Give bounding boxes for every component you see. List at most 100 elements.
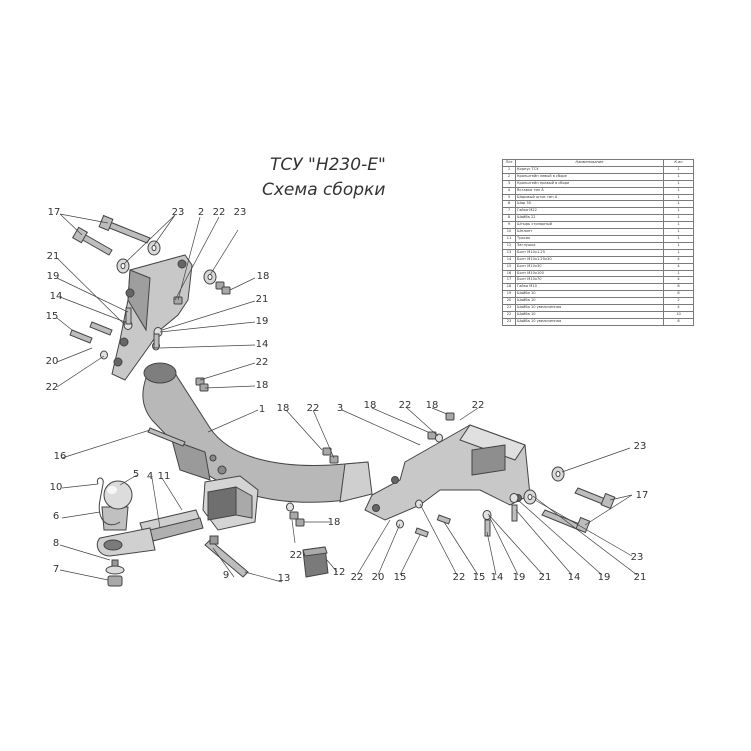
row-number: 23 xyxy=(502,317,516,326)
callout-label: 16 xyxy=(54,451,67,462)
row-name: Болт M10x100 xyxy=(515,269,664,278)
row-number: 9 xyxy=(502,221,516,230)
callout-label: 10 xyxy=(50,482,63,493)
callout-label: 15 xyxy=(473,572,486,583)
callout-label: 14 xyxy=(491,572,504,583)
callout-label: 21 xyxy=(47,251,60,262)
callout-label: 23 xyxy=(634,441,647,452)
row-number: 19 xyxy=(502,290,516,299)
row-name: Шаровый шток тип A xyxy=(515,193,664,202)
row-quantity: 1 xyxy=(663,234,694,243)
row-number: 5 xyxy=(502,193,516,202)
row-number: 22 xyxy=(502,310,516,319)
callout-label: 19 xyxy=(598,572,611,583)
callout-label: 12 xyxy=(333,567,346,578)
callout-label: 3 xyxy=(337,403,343,414)
row-name: Болт M10x70 xyxy=(515,276,664,285)
row-quantity: 1 xyxy=(663,165,694,174)
row-name: Заглушка xyxy=(515,241,664,250)
diagram-subtitle: Схема сборки xyxy=(262,180,386,200)
row-name: Болт M10x1.25 xyxy=(515,248,664,257)
callout-label: 21 xyxy=(634,572,647,583)
row-quantity: 1 xyxy=(663,172,694,181)
row-number: 6 xyxy=(502,200,516,209)
long-bolts-upper xyxy=(71,214,151,256)
callout-label: 9 xyxy=(223,570,229,581)
callout-label: 14 xyxy=(50,291,63,302)
row-name: Шайба 10 xyxy=(515,290,664,299)
callout-label: 2 xyxy=(198,207,204,218)
callout-label: 22 xyxy=(213,207,226,218)
end-cap xyxy=(302,546,329,578)
row-quantity: 4 xyxy=(663,255,694,264)
callout-label: 21 xyxy=(256,294,269,305)
row-quantity: 1 xyxy=(663,200,694,209)
callout-label: 23 xyxy=(234,207,247,218)
callout-label: 19 xyxy=(47,271,60,282)
diagram-title: ТСУ "H230-E" xyxy=(270,155,386,175)
callout-label: 20 xyxy=(46,356,59,367)
row-name: Шайба 10 xyxy=(515,310,664,319)
row-quantity: 8 xyxy=(663,317,694,326)
row-name: Болт M10x30 xyxy=(515,262,664,271)
row-quantity: 1 xyxy=(663,193,694,202)
parts-table-header: Поз Наименование К-во xyxy=(502,159,694,167)
callout-label: 18 xyxy=(277,403,290,414)
small-washers xyxy=(100,320,519,529)
row-name: Шплинт xyxy=(515,228,664,236)
callout-label: 23 xyxy=(631,552,644,563)
row-quantity: 8 xyxy=(663,283,694,292)
callout-label: 15 xyxy=(46,311,59,322)
row-number: 8 xyxy=(502,214,516,223)
callout-label: 23 xyxy=(172,207,185,218)
row-name: Кронштейн левый в сборе xyxy=(515,172,664,181)
callout-label: 11 xyxy=(158,471,171,482)
row-number: 16 xyxy=(502,269,516,278)
row-quantity: 4 xyxy=(663,304,694,312)
callout-label: 22 xyxy=(307,403,320,414)
callout-label: 22 xyxy=(256,357,269,368)
header-name: Наименование xyxy=(515,159,664,167)
tow-bar-body xyxy=(142,362,373,531)
long-bolts-right xyxy=(541,487,616,534)
callout-label: 13 xyxy=(278,573,291,584)
callout-label: 22 xyxy=(46,382,59,393)
callout-label: 14 xyxy=(568,572,581,583)
row-number: 18 xyxy=(502,283,516,292)
split-pin-and-wire xyxy=(96,477,121,526)
callout-label: 15 xyxy=(394,572,407,583)
row-number: 4 xyxy=(502,186,516,195)
row-number: 21 xyxy=(502,304,516,312)
callout-label: 19 xyxy=(256,316,269,327)
header-quantity: К-во xyxy=(663,159,694,167)
leader-lines xyxy=(56,213,638,583)
callout-label: 1 xyxy=(259,404,265,415)
row-name: Вставка тип A xyxy=(515,186,664,195)
row-name: Шайба 10 увеличенная xyxy=(515,304,664,312)
row-number: 2 xyxy=(502,172,516,181)
row-name: Гайка M10 xyxy=(515,283,664,292)
callout-label: 17 xyxy=(636,490,649,501)
row-name: Шайба 10 увеличенная xyxy=(515,317,664,326)
header-number: Поз xyxy=(502,159,516,167)
callout-label: 22 xyxy=(472,400,485,411)
callout-label: 4 xyxy=(147,471,153,482)
row-number: 7 xyxy=(502,207,516,216)
